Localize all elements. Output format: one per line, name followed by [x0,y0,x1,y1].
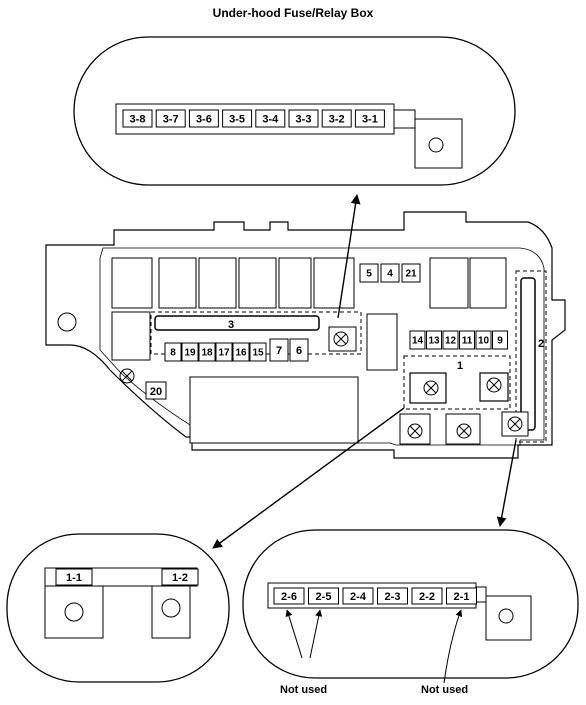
main-fuse-box: 5 4 21 3 8 19 18 17 16 15 7 6 20 14 13 12 11 10 9 1 [45,211,566,459]
relay-1-label: 1 [457,360,463,372]
detail-block-2: 2-6 2-5 2-4 2-3 2-2 2-1 [242,529,579,684]
fuse-box [232,342,250,362]
fuse-box [380,263,400,283]
fuse-box [273,587,305,605]
fuse-box [442,330,459,350]
arrow-to-block-2 [496,439,517,527]
fuse-label: 11 [462,336,473,347]
fuse-label: 3-8 [130,113,146,125]
not-used-pointer [285,609,303,659]
fuse-label: 19 [184,348,196,359]
not-used-label: Not used [421,684,469,696]
fuse-label: 10 [478,336,490,347]
fuse-box [198,342,216,362]
fuse-box [409,330,426,350]
fuse-label: 3-7 [163,113,179,125]
fuse-label: 12 [445,336,457,347]
fuse-box [359,263,379,283]
fuse-label: 17 [218,348,230,359]
fuse-label: 14 [412,336,424,347]
fuse-box [249,342,267,362]
fuse-box [308,587,339,605]
fuse-box [411,587,443,605]
fuse-box [269,338,289,362]
fuse-label: 8 [170,348,176,359]
fuse-box [55,568,93,586]
fuse-box [122,109,153,128]
mount-hole-icon [428,137,444,153]
fuse-label: 3-4 [262,113,279,125]
fuse-label: 5 [366,269,372,280]
fuse-box [475,330,492,350]
fuse-box [161,568,199,586]
fuse-box [164,342,182,362]
arrow-to-block-3 [337,194,361,319]
fuse-box [342,587,374,605]
fuse-label: 2-3 [385,591,401,603]
fuse-box [222,109,253,128]
not-used-pointer [443,609,463,684]
fuse-label: 9 [497,336,503,347]
bolt-icon [119,368,135,384]
fuse-label: 13 [428,336,440,347]
fuse-label: 2-1 [454,591,470,603]
fuse-box [446,587,477,605]
fuse-label: 1-2 [172,572,188,584]
fuse-box [401,263,421,283]
fuse-label: 3-6 [196,113,212,125]
fuse-label: 2-4 [350,591,367,603]
fuse-label: 4 [387,269,393,280]
fuse-label: 3-1 [362,113,378,125]
fuse-box [288,109,319,128]
fuse-label: 6 [296,345,302,357]
fuse-box [459,330,475,350]
fuse-box [377,587,408,605]
detail-block-3: 3-8 3-7 3-6 3-5 3-4 3-3 3-2 3-1 [73,36,516,186]
fuse-20-label: 20 [150,386,162,398]
arrow-to-block-1 [212,407,405,549]
not-used-pointer [309,609,323,659]
fuse-label: 1-1 [66,572,82,584]
mount-hole-icon [498,608,514,624]
fuse-box [426,330,442,350]
fuse-box [215,342,233,362]
fuse-block-2-label: 2 [538,338,544,350]
fuse-label: 15 [252,348,264,359]
fuse-box [354,109,385,128]
fuse-box [492,330,508,350]
fuse-box [255,109,286,128]
fuse-box [155,109,186,128]
fuse-label: 21 [405,269,417,280]
fuse-box [188,109,219,128]
fuse-label: 18 [201,348,213,359]
not-used-label: Not used [280,684,328,696]
fuse-block-3-label: 3 [228,319,234,331]
fuse-label: 2-5 [316,591,332,603]
fuse-label: 3-2 [329,113,345,125]
fuse-label: 7 [276,345,282,357]
fuse-label: 2-6 [281,591,297,603]
detail-block-1: 1-1 1-2 [6,533,230,683]
fuse-label: 3-3 [296,113,312,125]
fuse-box [181,342,199,362]
diagram-title: Under-hood Fuse/Relay Box [212,6,374,20]
fuse-box [321,109,352,128]
fuse-label: 16 [235,348,247,359]
fuse-label: 2-2 [419,591,435,603]
mount-hole-icon [57,312,77,332]
fuse-box [289,338,309,362]
fuse-label: 3-5 [229,113,245,125]
